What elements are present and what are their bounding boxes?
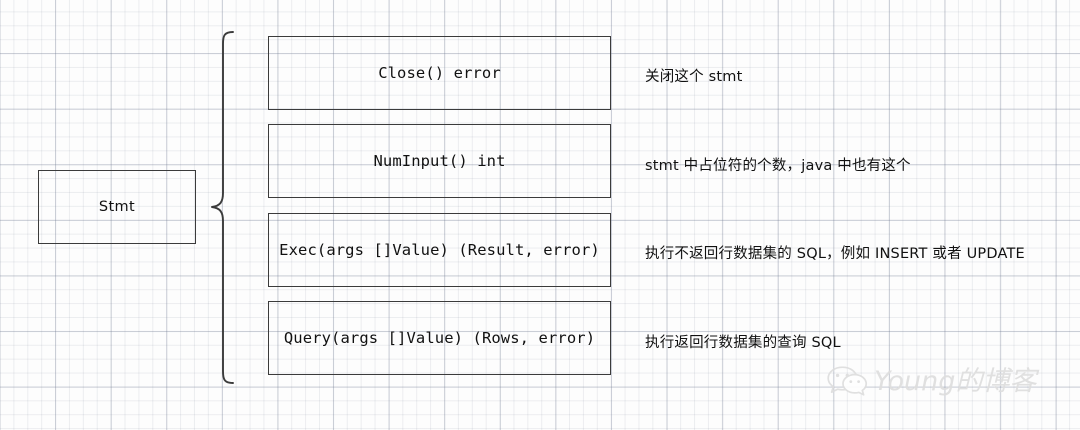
annotation-close: 关闭这个 stmt	[645, 69, 743, 85]
annotation-exec: 执行不返回行数据集的 SQL，例如 INSERT 或者 UPDATE	[645, 246, 1025, 262]
method-box-exec[interactable]: Exec(args []Value) (Result, error)	[268, 213, 611, 287]
node-stmt[interactable]: Stmt	[38, 170, 196, 244]
method-signature-exec: Exec(args []Value) (Result, error)	[279, 241, 600, 259]
wechat-logo-icon	[827, 366, 868, 396]
method-box-query[interactable]: Query(args []Value) (Rows, error)	[268, 301, 611, 375]
node-stmt-label: Stmt	[98, 199, 136, 215]
watermark-text: Young的博客	[874, 365, 1037, 397]
method-box-numinput[interactable]: NumInput() int	[268, 124, 611, 198]
method-signature-numinput: NumInput() int	[373, 152, 506, 170]
method-signature-close: Close() error	[378, 64, 501, 82]
method-box-close[interactable]: Close() error	[268, 36, 611, 110]
annotation-numinput: stmt 中占位符的个数，java 中也有这个	[645, 158, 911, 174]
watermark: Young的博客	[826, 364, 1036, 398]
annotation-query: 执行返回行数据集的查询 SQL	[645, 335, 841, 351]
left-curly-brace-icon	[211, 31, 234, 384]
method-signature-query: Query(args []Value) (Rows, error)	[283, 329, 596, 347]
